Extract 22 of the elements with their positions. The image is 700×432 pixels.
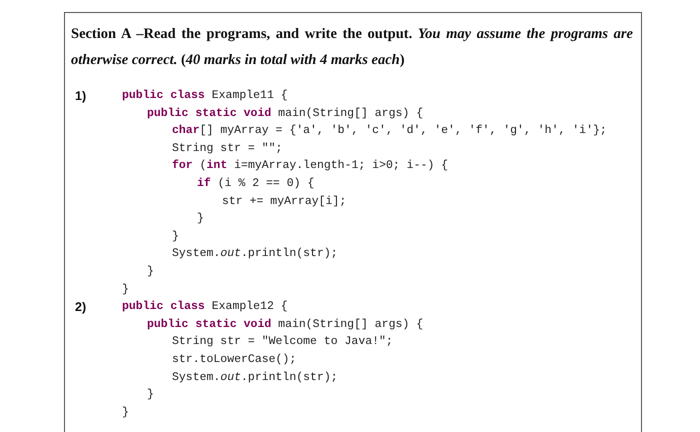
code-line: char[] myArray = {'a', 'b', 'c', 'd', 'e', 'f', 'g', 'h', 'i'}; — [172, 123, 607, 140]
question-number: 2) — [75, 299, 86, 316]
code-line: for (int i=myArray.length-1; i>0; i--) { — [172, 158, 448, 174]
code-line: String str = "Welcome to Java!"; — [172, 334, 393, 350]
code-line: if (i % 2 == 0) { — [197, 176, 314, 192]
code-line: public class Example12 { — [122, 299, 288, 316]
question-number: 1) — [75, 88, 86, 104]
code-line: } — [197, 211, 204, 228]
code-line: } — [147, 264, 154, 280]
code-line: String str = ""; — [172, 140, 282, 157]
code-line: } — [122, 282, 129, 298]
code-line: } — [122, 404, 129, 421]
code-line: System.out.println(str); — [172, 246, 338, 262]
code-line: public static void main(String[] args) { — [147, 106, 424, 122]
code-line: public class Example11 { — [122, 88, 288, 104]
code-line: public static void main(String[] args) { — [147, 316, 424, 333]
code-line: } — [172, 228, 179, 245]
code-line: str.toLowerCase(); — [172, 352, 296, 368]
code-line: System.out.println(str); — [172, 370, 338, 386]
code-line: str += myArray[i]; — [222, 194, 346, 210]
code-line: } — [147, 387, 154, 404]
section-heading: Section A –Read the programs, and write the output. You may assume the programs are otherwise correct. (40 marks in total with 4 marks each) — [71, 25, 633, 70]
